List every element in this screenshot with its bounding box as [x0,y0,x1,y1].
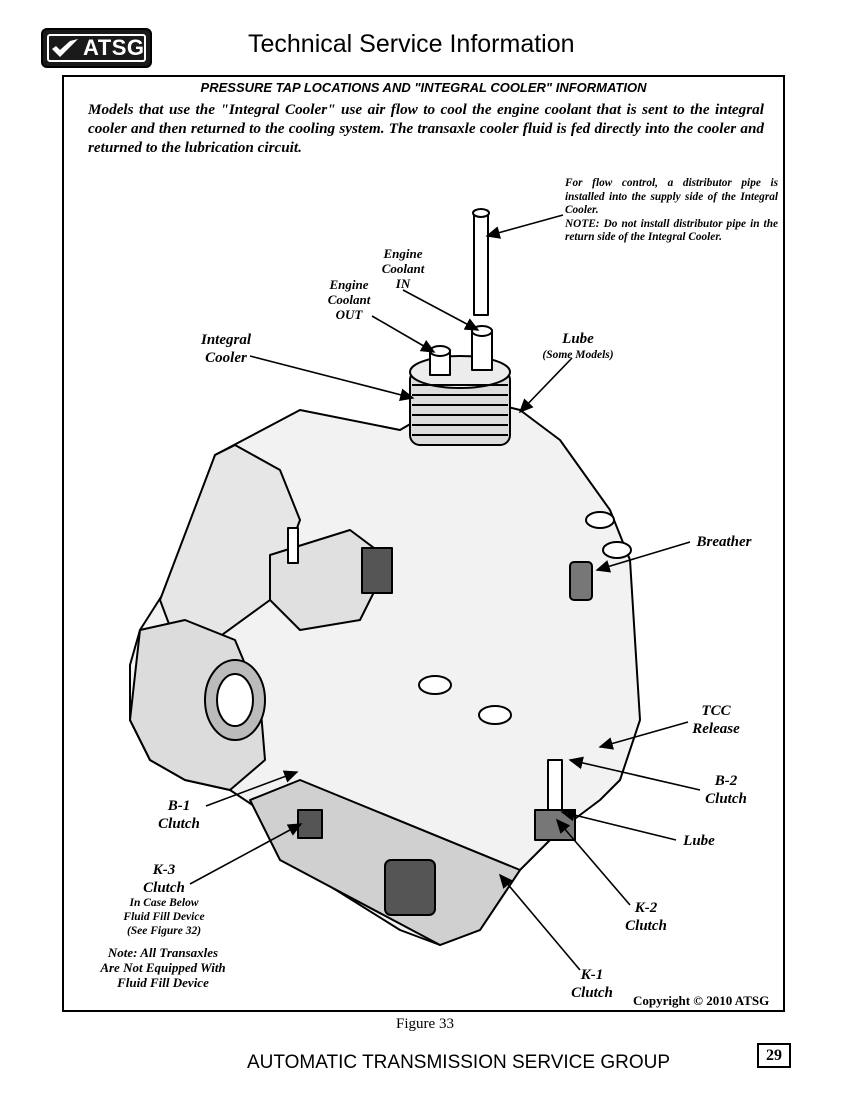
header-title: Technical Service Information [248,30,575,58]
label-tcc-release: TCC Release [680,702,752,738]
footer-text: AUTOMATIC TRANSMISSION SERVICE GROUP [247,1052,670,1073]
label-line: OUT [335,307,363,322]
figure-caption: Figure 33 [396,1016,454,1032]
label-line: B-2 [714,773,738,789]
section-title: PRESSURE TAP LOCATIONS AND "INTEGRAL COO… [200,80,647,95]
distributor-pipe-note-text: For flow control, a distributor pipe is … [565,177,778,216]
label-line: TCC [701,703,731,719]
distributor-pipe-warning: NOTE: Do not install distributor pipe in… [565,217,778,244]
label-line: Integral [200,332,251,348]
label-lube-top: Lube (Some Models) [536,330,620,362]
label-line: Note: All Transaxles [107,945,219,960]
copyright: Copyright © 2010 ATSG [633,993,770,1008]
checkmark-icon [52,39,78,57]
label-engine-coolant-in: Engine Coolant IN [372,246,434,291]
label-engine-coolant-out: Engine Coolant OUT [318,277,380,322]
note-fluid-fill-device: Note: All Transaxles Are Not Equipped Wi… [88,945,238,990]
label-line: Are Not Equipped With [100,960,226,975]
label-k1-clutch: K-1 Clutch [560,966,624,1002]
label-b1-clutch: B-1 Clutch [148,797,210,833]
logo-text: ATSG [83,35,145,60]
label-integral-cooler: Integral Cooler [186,331,266,367]
label-line: Release [692,721,740,737]
label-line: In Case Below [129,897,199,909]
label-lube-bottom: Lube [683,833,715,849]
label-b2-clutch: B-2 Clutch [694,772,758,808]
label-line: Clutch [143,880,185,896]
label-line: K-3 [152,862,176,878]
content-frame [62,75,785,1012]
label-breather: Breather [696,534,752,550]
label-sub: (Some Models) [542,349,614,361]
label-line: Fluid Fill Device [123,911,205,923]
label-line: Lube [562,331,594,347]
label-line: Fluid Fill Device [117,975,209,990]
distributor-pipe-note: For flow control, a distributor pipe is … [565,177,778,245]
label-line: Cooler [205,350,247,366]
label-line: (See Figure 32) [126,925,202,937]
label-line: Clutch [625,918,667,934]
atsg-logo: ATSG [41,28,152,68]
label-line: IN [395,276,411,291]
page-number: 29 [757,1043,791,1068]
intro-paragraph: Models that use the "Integral Cooler" us… [88,101,764,156]
label-k3-clutch: K-3 Clutch [134,861,194,897]
label-line: B-1 [167,798,191,814]
label-line: K-2 [634,900,658,916]
label-line: Coolant [381,261,425,276]
label-line: Clutch [571,985,613,1001]
label-line: Clutch [705,791,747,807]
label-k2-clutch: K-2 Clutch [614,899,678,935]
label-line: Engine [329,277,369,292]
label-k3-fill-device: In Case Below Fluid Fill Device (See Fig… [100,896,228,938]
label-line: Engine [383,246,423,261]
label-line: Coolant [327,292,371,307]
label-line: K-1 [580,967,604,983]
label-line: Clutch [158,816,200,832]
